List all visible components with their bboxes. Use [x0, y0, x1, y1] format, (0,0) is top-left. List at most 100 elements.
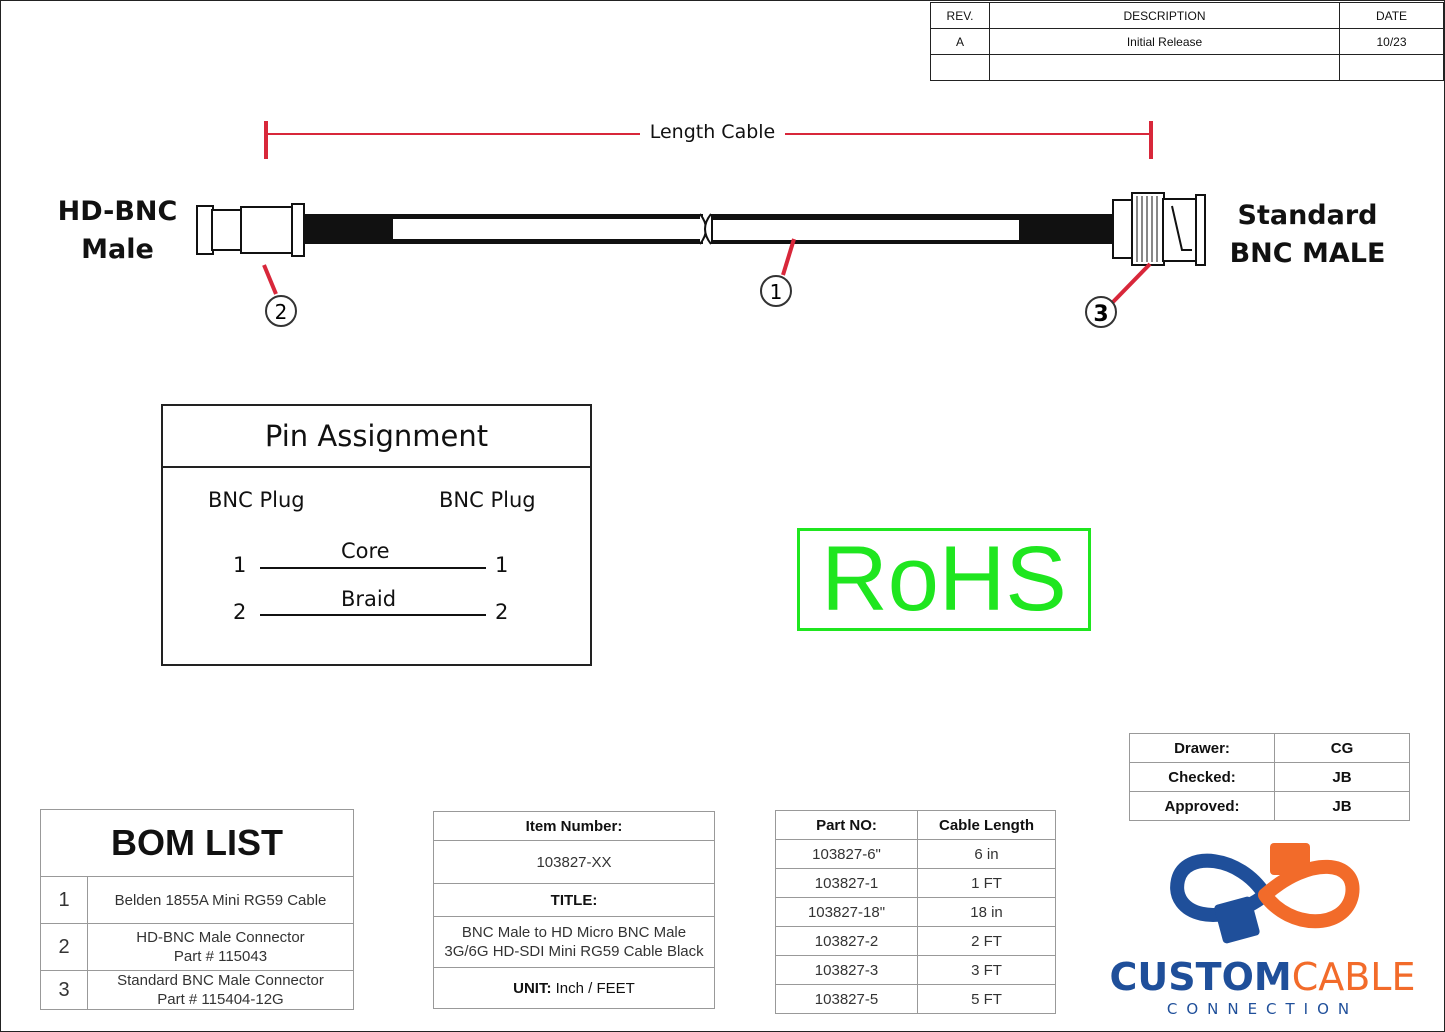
drawer-label: Drawer: [1129, 733, 1275, 763]
standard-bnc-label: Standard BNC MALE [1220, 197, 1395, 273]
pin-line-1 [260, 567, 486, 569]
date-value: 10/23 [1339, 28, 1444, 55]
cable-length: 6 in [917, 839, 1056, 869]
callout-3: 3 [1093, 302, 1108, 327]
approval-row: Drawer: CG [1129, 733, 1410, 763]
part-no: 103827-5 [775, 984, 918, 1014]
callout-circle-2 [265, 295, 297, 327]
left-connector-line1: HD-BNC [57, 196, 178, 227]
callout-leader-3 [1110, 262, 1152, 305]
bom-row: 1 Belden 1855A Mini RG59 Cable [40, 876, 354, 924]
date-value [1339, 54, 1444, 81]
part-no: 103827-1 [775, 868, 918, 898]
standard-bnc-connector [1112, 192, 1206, 266]
revision-row [930, 54, 1444, 81]
title-value: BNC Male to HD Micro BNC Male 3G/6G HD-S… [433, 916, 715, 968]
title-line1: BNC Male to HD Micro BNC Male [461, 924, 687, 941]
revision-table: REV. DESCRIPTION DATE A Initial Release … [930, 2, 1444, 81]
drawer-value: CG [1274, 733, 1410, 763]
pin-right-1: 1 [495, 553, 509, 577]
item-number-label: Item Number: [433, 811, 715, 841]
bom-num: 1 [40, 876, 88, 924]
part-no: 103827-18" [775, 897, 918, 927]
bom-desc: HD-BNC Male Connector Part # 115043 [87, 923, 354, 971]
bom-table: BOM LIST 1 Belden 1855A Mini RG59 Cable … [40, 809, 354, 1010]
logo-wordmark: CUSTOMCABLE [1090, 955, 1435, 999]
bom-desc-line1: HD-BNC Male Connector [136, 929, 305, 946]
logo-word-custom: CUSTOM [1109, 955, 1292, 999]
cable-length-header: Cable Length [917, 810, 1056, 840]
unit-label: UNIT: [513, 979, 552, 997]
cable-drawing: 2 1 3 [196, 121, 1206, 328]
approval-row: Checked: JB [1129, 762, 1410, 792]
logo-subtitle: CONNECTION [1166, 1000, 1359, 1018]
length-cable-label: Length Cable [640, 121, 785, 143]
revision-row: A Initial Release 10/23 [930, 28, 1444, 55]
logo-word-cable: CABLE [1291, 955, 1416, 999]
bom-desc: Belden 1855A Mini RG59 Cable [87, 876, 354, 924]
left-connector-line2: Male [81, 234, 154, 265]
pin-line-2 [260, 614, 486, 616]
part-header-row: Part NO: Cable Length [775, 810, 1056, 840]
part-no: 103827-2 [775, 926, 918, 956]
callout-leader-2 [262, 264, 278, 295]
pin-right-2: 2 [495, 600, 509, 624]
part-no: 103827-3 [775, 955, 918, 985]
cable-length: 5 FT [917, 984, 1056, 1014]
description-header: DESCRIPTION [989, 2, 1340, 29]
title-label: TITLE: [433, 883, 715, 917]
approval-table: Drawer: CG Checked: JB Approved: JB [1129, 733, 1410, 821]
pin-left-2: 2 [233, 600, 247, 624]
left-plug-header: BNC Plug [208, 488, 305, 512]
approval-row: Approved: JB [1129, 791, 1410, 821]
bom-desc-line1: Standard BNC Male Connector [117, 972, 324, 989]
callout-circle-3 [1085, 296, 1117, 328]
cable-length: 2 FT [917, 926, 1056, 956]
part-length-table: Part NO: Cable Length 103827-6"6 in 1038… [775, 810, 1056, 1014]
rev-value [930, 54, 990, 81]
part-no: 103827-6" [775, 839, 918, 869]
bom-title: BOM LIST [40, 809, 354, 877]
cable-length: 1 FT [917, 868, 1056, 898]
title-line2: 3G/6G HD-SDI Mini RG59 Cable Black [444, 943, 704, 960]
bom-row: 3 Standard BNC Male Connector Part # 115… [40, 970, 354, 1010]
right-plug-header: BNC Plug [439, 488, 536, 512]
hd-bnc-connector [196, 203, 305, 257]
cable [303, 213, 1114, 245]
revision-header-row: REV. DESCRIPTION DATE [930, 2, 1444, 29]
callout-1: 1 [770, 280, 783, 304]
pin-left-1: 1 [233, 553, 247, 577]
bom-num: 2 [40, 923, 88, 971]
part-row: 103827-18"18 in [775, 897, 1056, 927]
callout-leader-1 [781, 238, 796, 276]
rohs-mark: RoHS [797, 528, 1091, 631]
hd-bnc-label: HD-BNC Male [45, 193, 190, 269]
right-connector-line2: BNC MALE [1229, 238, 1386, 269]
bom-desc: Standard BNC Male Connector Part # 11540… [87, 970, 354, 1010]
part-no-header: Part NO: [775, 810, 918, 840]
cable-length: 18 in [917, 897, 1056, 927]
item-info-table: Item Number: 103827-XX TITLE: BNC Male t… [433, 811, 715, 1009]
item-number-value: 103827-XX [433, 840, 715, 884]
checked-label: Checked: [1129, 762, 1275, 792]
unit-value: Inch / FEET [555, 979, 635, 997]
bom-desc-line2: Part # 115043 [173, 948, 268, 965]
bom-num: 3 [40, 970, 88, 1010]
callout-circle-1 [760, 275, 792, 307]
bom-desc-line2: Part # 115404-12G [157, 991, 284, 1008]
part-row: 103827-6"6 in [775, 839, 1056, 869]
callout-2: 2 [275, 300, 288, 324]
cable-length: 3 FT [917, 955, 1056, 985]
bom-row: 2 HD-BNC Male Connector Part # 115043 [40, 923, 354, 971]
pin-assignment-box: Pin Assignment BNC Plug BNC Plug 1 Core … [161, 404, 592, 666]
pin-signal-braid: Braid [341, 587, 397, 611]
right-connector-line1: Standard [1237, 200, 1378, 231]
date-header: DATE [1339, 2, 1444, 29]
bom-desc-line1: Belden 1855A Mini RG59 Cable [114, 891, 327, 909]
approved-value: JB [1274, 791, 1410, 821]
logo-icon [1170, 843, 1360, 944]
